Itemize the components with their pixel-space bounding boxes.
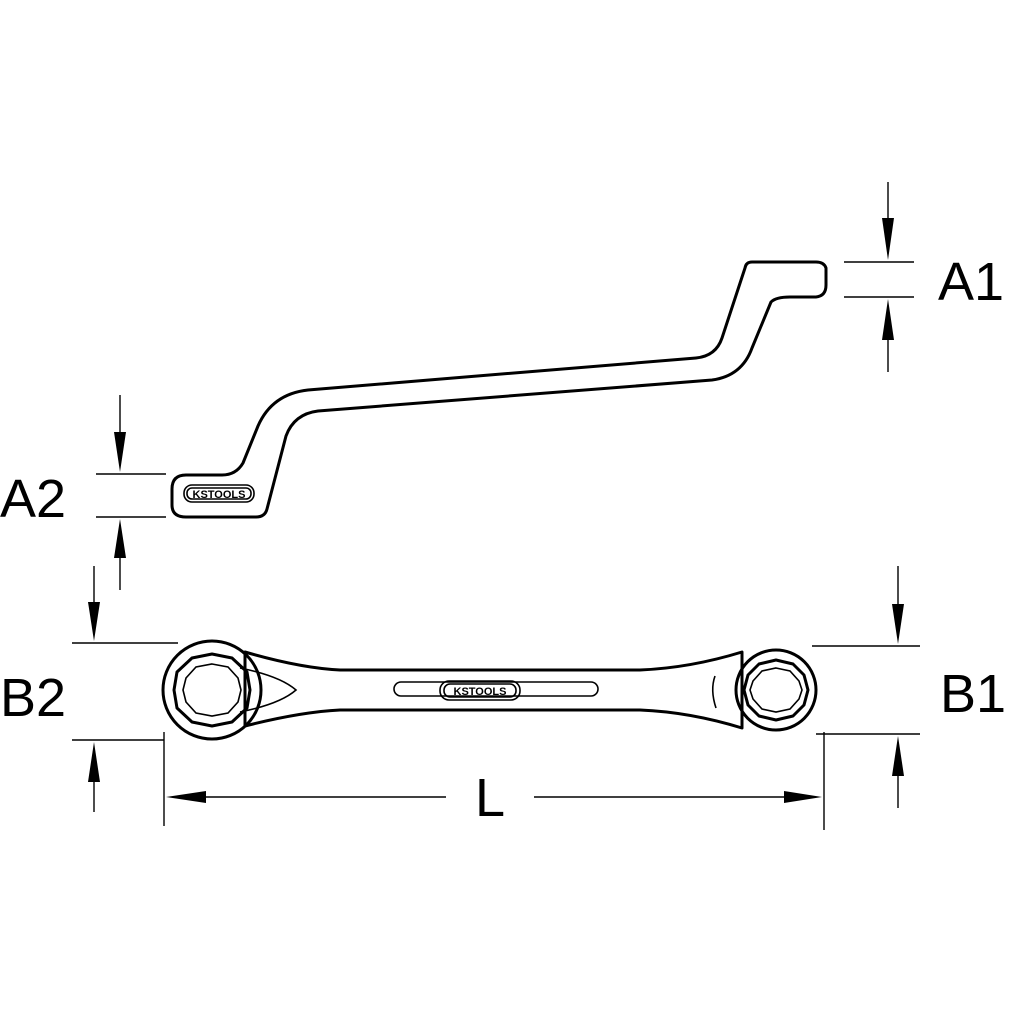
logo-text-top: KSTOOLS <box>454 686 507 698</box>
label-l: L <box>475 768 505 828</box>
right-ring-head <box>734 648 818 732</box>
dimension-l: L <box>163 732 825 830</box>
ks-tools-logo-top: KSTOOLS <box>439 680 521 701</box>
label-b1: B1 <box>940 664 1006 724</box>
left-ring-bore <box>172 652 252 728</box>
wrench-top-view: KSTOOLS <box>161 639 818 741</box>
dimension-b2: B2 <box>0 566 178 812</box>
wrench-side-view: KSTOOLS <box>170 260 828 519</box>
wrench-side-outline <box>170 260 828 519</box>
dimension-a1: A1 <box>844 182 1004 372</box>
right-ring-bore <box>742 658 810 722</box>
ks-tools-logo-side: KSTOOLS <box>183 484 255 503</box>
shaft-slot <box>393 681 599 697</box>
left-ring-head <box>161 639 263 741</box>
label-b2: B2 <box>0 668 66 728</box>
logo-text-side: KSTOOLS <box>193 489 246 501</box>
label-a1: A1 <box>938 252 1004 312</box>
label-a2: A2 <box>0 469 66 529</box>
wrench-top-outline <box>243 650 744 730</box>
dimension-b1: B1 <box>812 566 1006 808</box>
dimension-a2: A2 <box>0 395 166 590</box>
